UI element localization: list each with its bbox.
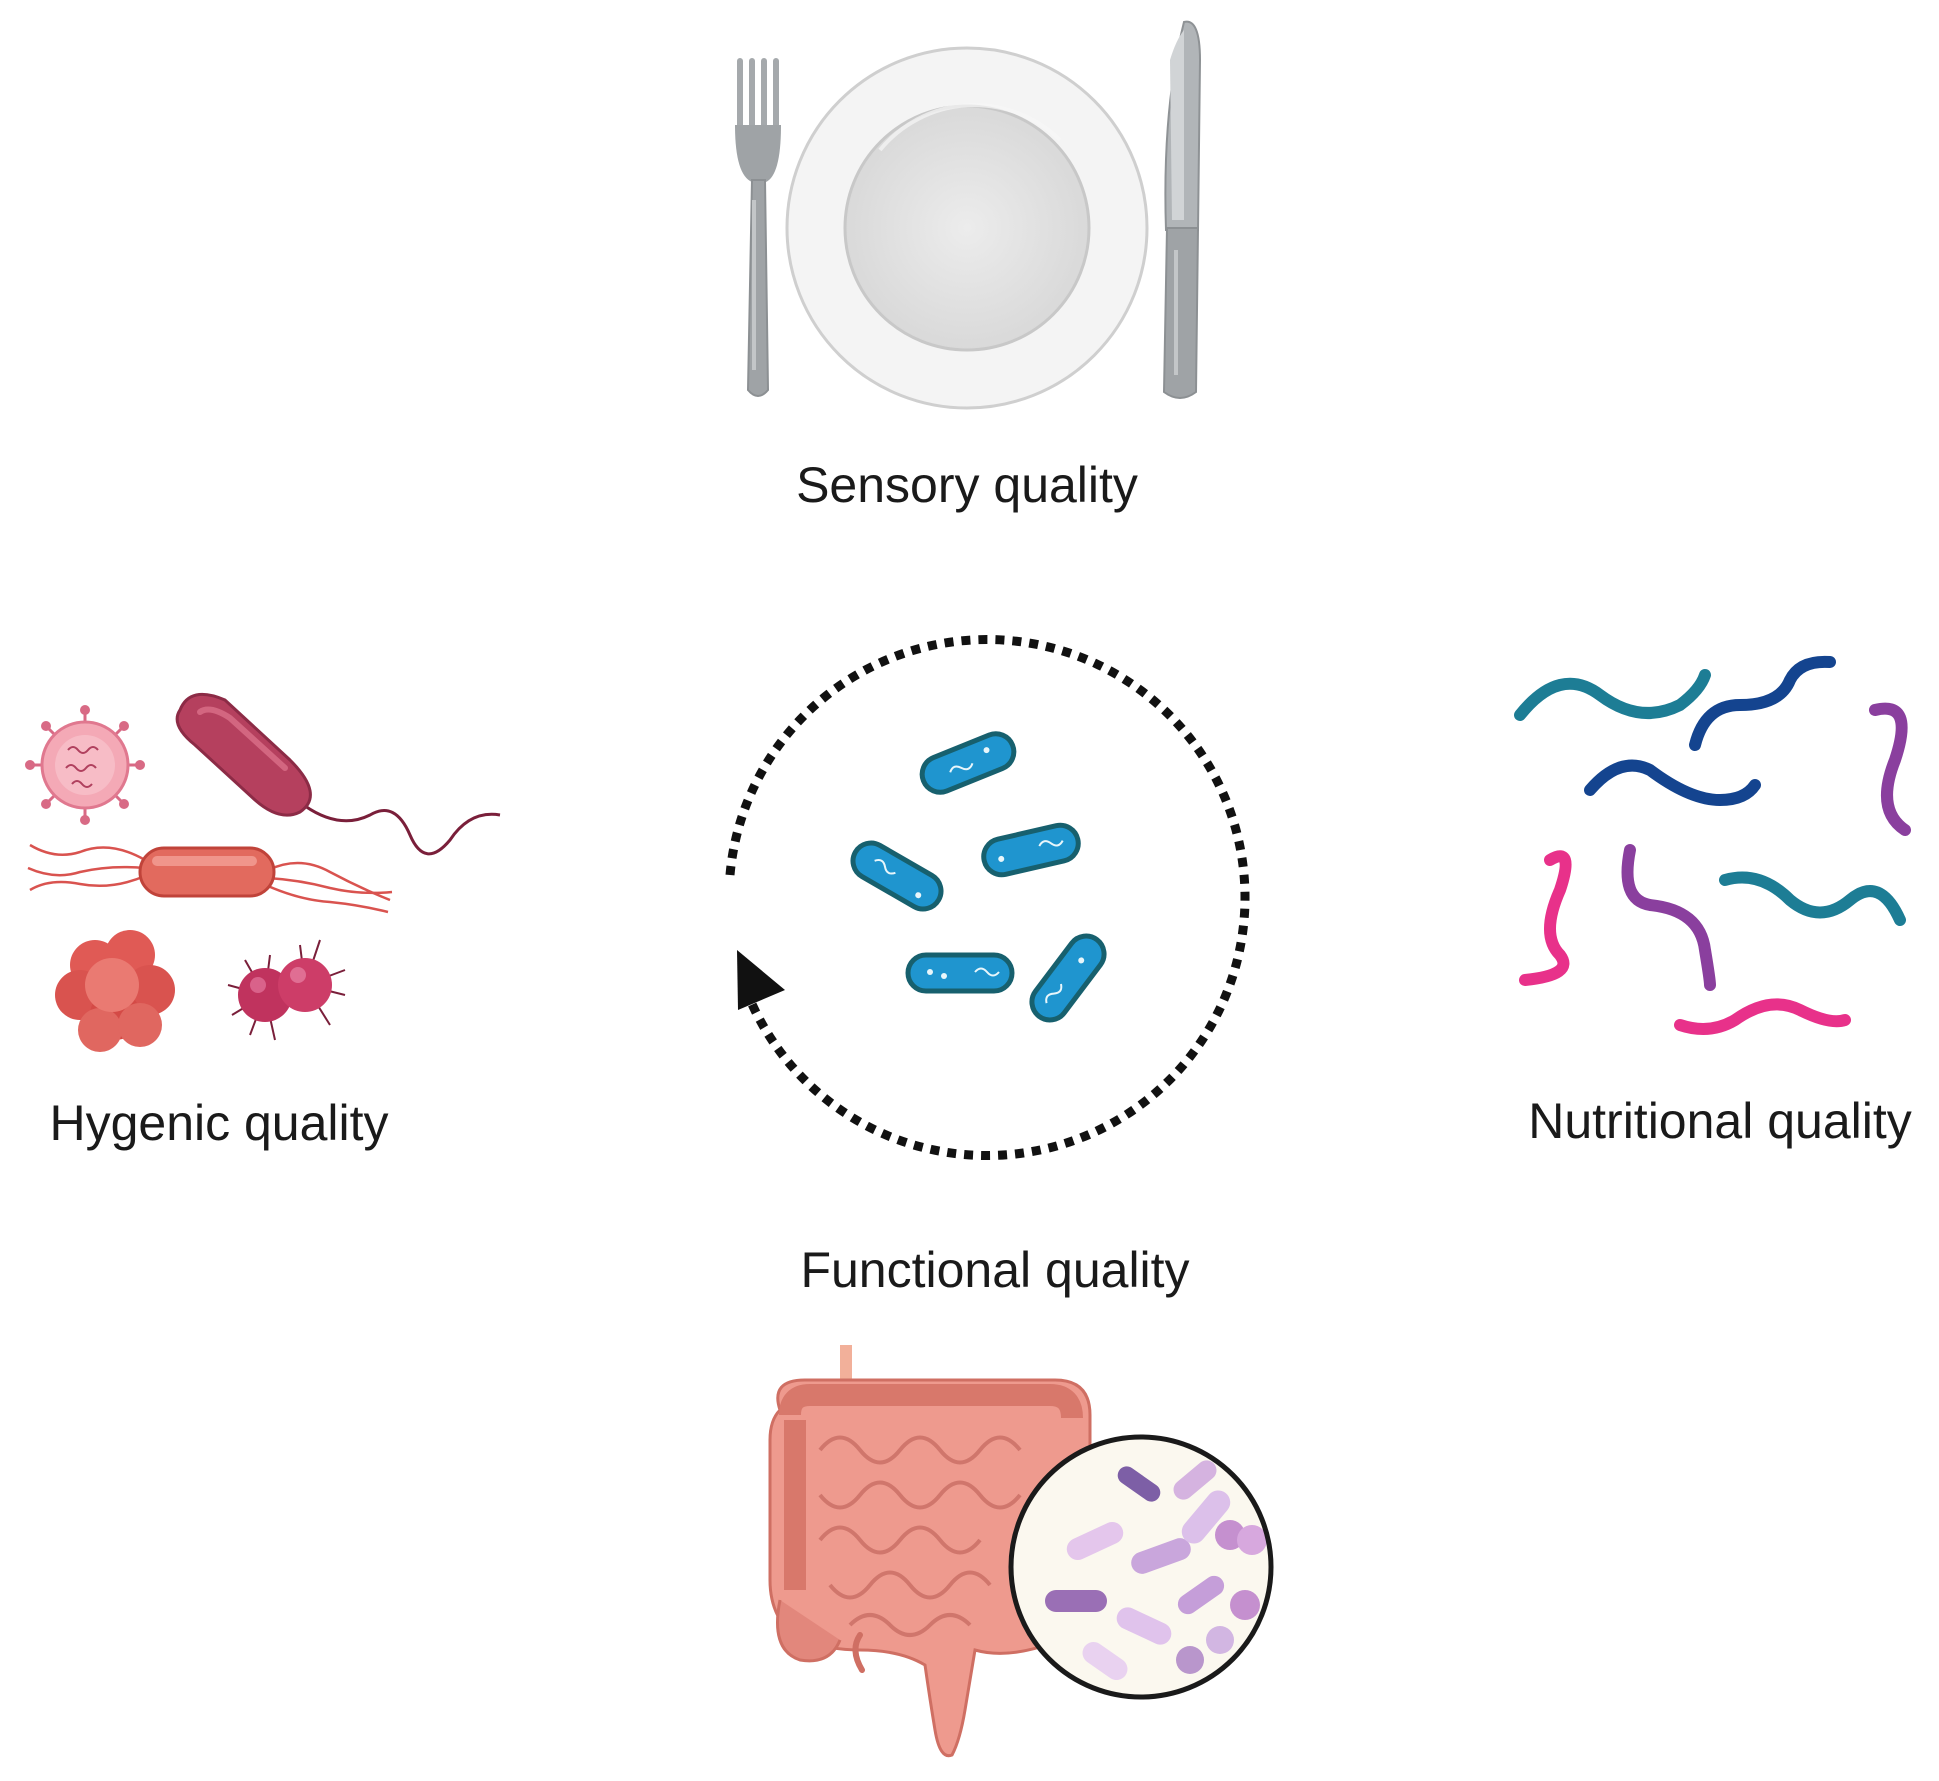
microbiome-lens-icon bbox=[1008, 1434, 1274, 1700]
virus-icon bbox=[25, 705, 145, 825]
functional-quality-label: Functional quality bbox=[800, 1242, 1190, 1298]
plate-icon bbox=[785, 46, 1149, 410]
knife-icon bbox=[1162, 20, 1202, 399]
probiotic-bacteria-icon bbox=[850, 731, 1107, 1023]
bacterium-icon bbox=[175, 692, 501, 856]
hygenic-quality-label: Hygenic quality bbox=[49, 1095, 389, 1151]
nutrient-strands-icon bbox=[1514, 655, 1911, 1035]
sensory-quality-label: Sensory quality bbox=[796, 457, 1138, 513]
flagellated-bacterium-icon bbox=[27, 843, 393, 914]
diplococcus-icon bbox=[227, 939, 346, 1041]
nutritional-quality-label: Nutritional quality bbox=[1528, 1093, 1912, 1149]
cocci-cluster-icon bbox=[55, 930, 175, 1052]
intestine-icon bbox=[768, 1345, 1092, 1758]
cycle-arrow-icon bbox=[725, 635, 1250, 1161]
fork-icon bbox=[735, 58, 781, 397]
